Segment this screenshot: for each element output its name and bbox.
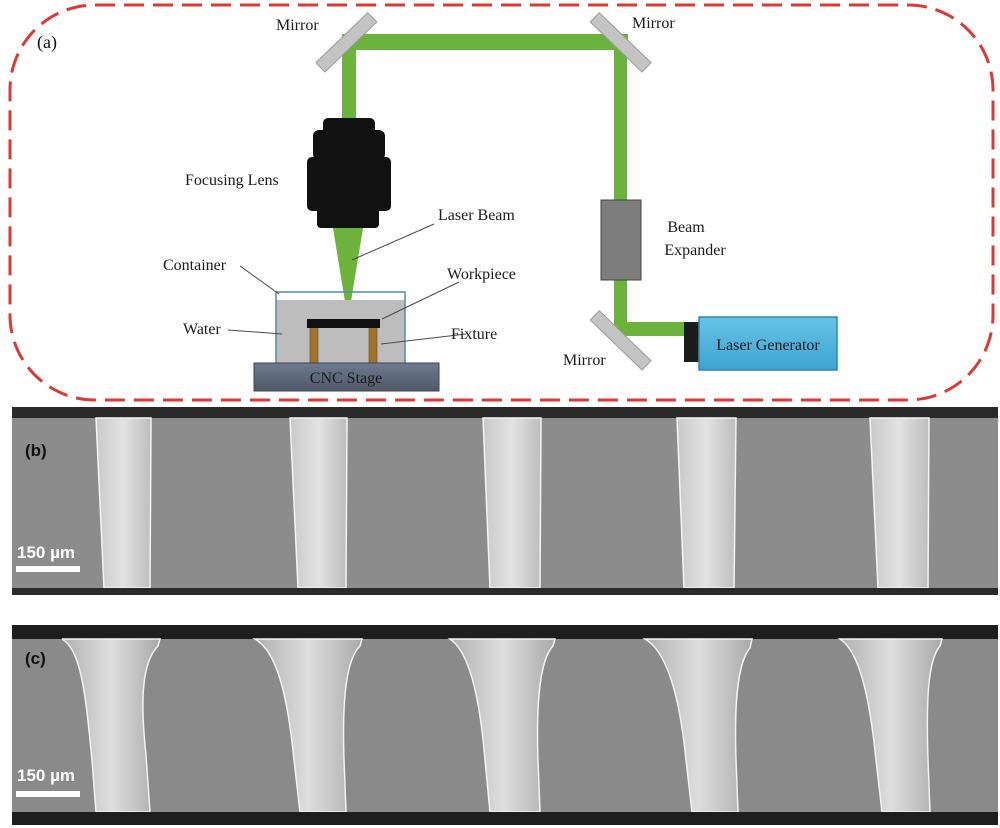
water-label: Water (183, 321, 221, 338)
panel-c-walls (61, 638, 943, 813)
panel-b-label: (b) (25, 441, 47, 460)
water (276, 300, 405, 364)
beam-expander (600, 199, 642, 281)
panel-c-scale-bar (16, 791, 80, 797)
mirror-bottom (589, 309, 652, 371)
panel-c-scale-bar-label: 150 µm (17, 766, 75, 785)
beam-expander-label-line2: Expander (664, 242, 726, 259)
panel-b-scale-bar-label: 150 µm (17, 543, 75, 562)
workpiece (307, 319, 380, 328)
laser-generator-label: Laser Generator (716, 337, 820, 354)
laser-beam-path (342, 34, 689, 336)
fixture-label: Fixture (451, 326, 497, 343)
panel-c-sem-image: (c) 150 µm (12, 625, 998, 825)
cnc-stage-label: CNC Stage (310, 370, 382, 387)
panel-a-label: (a) (37, 32, 57, 53)
beam-segment-expander-out (614, 276, 627, 334)
panel-a-dashed-border (8, 3, 995, 402)
laser-beam-cone (333, 228, 363, 320)
focusing-lens-label: Focusing Lens (185, 172, 279, 189)
panel-c-label: (c) (25, 649, 46, 668)
mirror-top-left-label: Mirror (276, 17, 319, 34)
panel-a: (a) Laser Generator (8, 3, 995, 402)
fixture-left (309, 326, 319, 365)
focusing-lens (307, 118, 391, 228)
laser-generator-nozzle (684, 322, 699, 362)
mirror-top-left (315, 11, 378, 73)
panel-b-sem-image: (b) 150 µm (12, 407, 998, 595)
mirror-bottom-label: Mirror (563, 352, 606, 369)
fixture-right (368, 326, 378, 365)
beam-segment-vertical-right (614, 40, 627, 202)
workpiece-label: Workpiece (447, 266, 516, 283)
cnc-stage (253, 362, 440, 392)
laser-beam-label: Laser Beam (438, 207, 515, 224)
laser-generator (698, 316, 838, 371)
container-label: Container (163, 257, 227, 274)
beam-segment-top (342, 34, 628, 50)
mirror-top-right (589, 11, 652, 73)
leader-lines (227, 223, 467, 345)
beam-segment-vertical-left (342, 38, 356, 130)
beam-segment-bottom (614, 322, 689, 336)
mirror-top-right-label: Mirror (632, 15, 675, 32)
beam-expander-label-line1: Beam (667, 219, 705, 236)
panel-b-scale-bar (16, 566, 80, 572)
